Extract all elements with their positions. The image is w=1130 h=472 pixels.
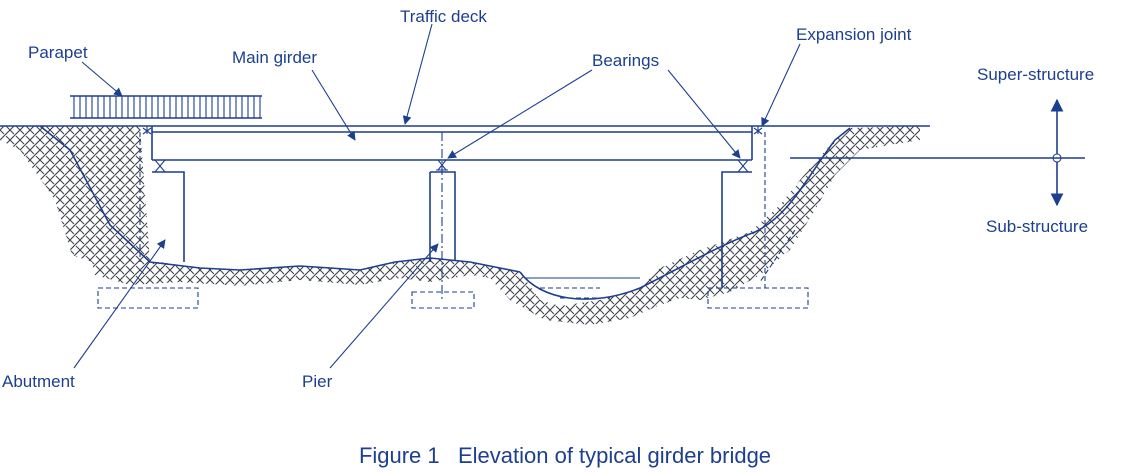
label-bearings: Bearings — [592, 51, 659, 70]
parapet — [70, 95, 262, 119]
leader-lines — [73, 23, 801, 369]
label-parapet: Parapet — [28, 43, 88, 62]
abutment-left — [97, 132, 199, 309]
label-super-structure: Super-structure — [977, 65, 1094, 84]
label-expansion-joint: Expansion joint — [796, 25, 912, 44]
label-main-girder: Main girder — [232, 48, 317, 67]
bearings — [153, 159, 750, 173]
pier — [411, 132, 475, 309]
bridge-deck — [140, 125, 765, 161]
figure-caption: Figure 1 Elevation of typical girder bri… — [359, 443, 771, 468]
label-pier: Pier — [302, 372, 333, 391]
label-abutment: Abutment — [2, 372, 75, 391]
structure-axis — [790, 98, 1085, 207]
ground-soil — [0, 125, 930, 325]
label-traffic-deck: Traffic deck — [400, 7, 487, 26]
label-sub-structure: Sub-structure — [986, 217, 1088, 236]
abutment-right — [707, 132, 809, 309]
